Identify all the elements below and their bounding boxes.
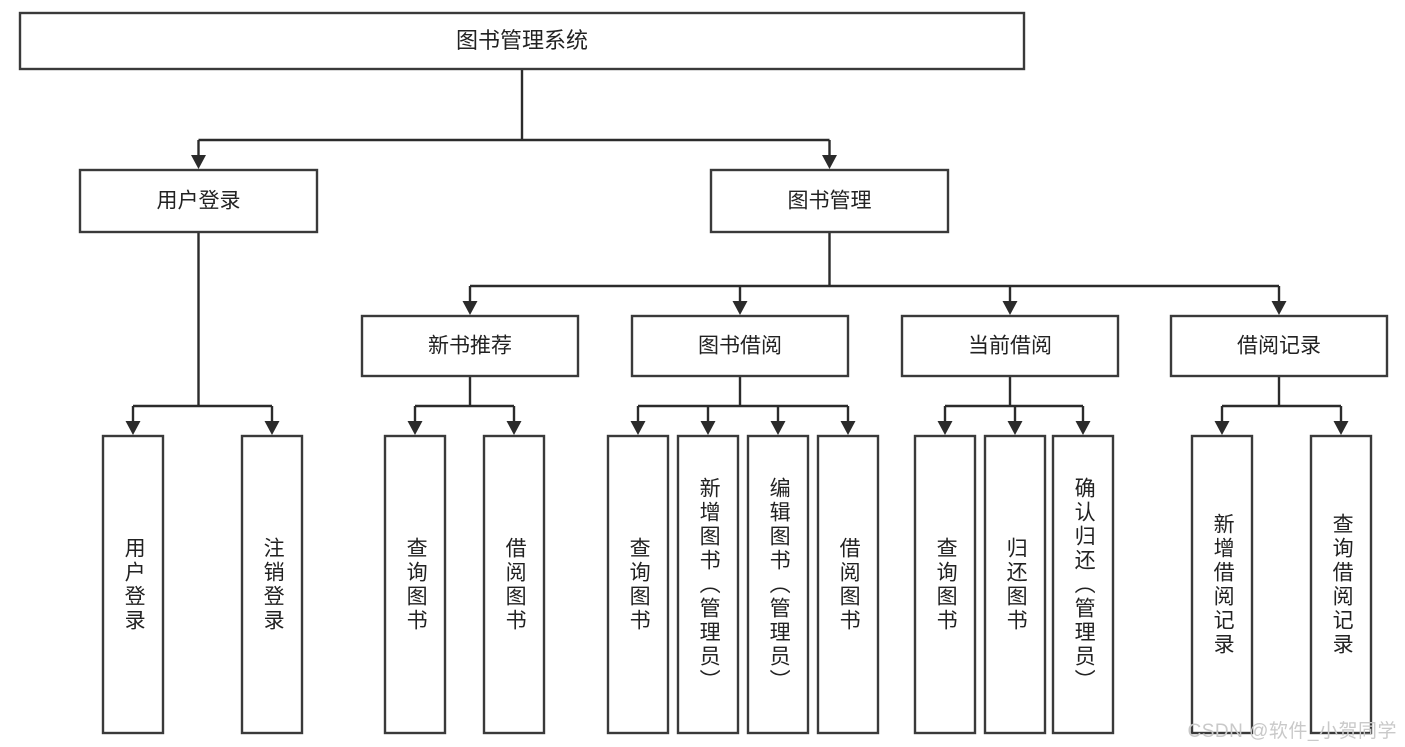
node-box-leaf-query-book-1[interactable] — [383, 434, 447, 735]
node-root[interactable]: 图书管理系统 — [18, 11, 1026, 71]
node-leaf-confirm-return[interactable] — [1051, 434, 1115, 735]
node-box-leaf-return-book[interactable] — [983, 434, 1047, 735]
node-box-current-borrow[interactable] — [900, 314, 1120, 378]
node-leaf-add-record[interactable] — [1190, 434, 1254, 735]
node-box-book-borrow[interactable] — [630, 314, 850, 378]
node-leaf-logout[interactable] — [240, 434, 304, 735]
node-box-leaf-query-book-2[interactable] — [606, 434, 670, 735]
node-leaf-return-book[interactable] — [983, 434, 1047, 735]
connector-group-current-borrow — [937, 376, 1091, 435]
node-leaf-edit-book[interactable] — [746, 434, 810, 735]
node-label-borrow-record: 借阅记录 — [1237, 335, 1321, 358]
node-label-book-borrow: 图书借阅 — [698, 335, 782, 358]
node-box-leaf-user-login[interactable] — [101, 434, 165, 735]
node-box-book-manage[interactable] — [709, 168, 950, 234]
node-leaf-add-book[interactable] — [676, 434, 740, 735]
node-user-login[interactable]: 用户登录 — [78, 168, 319, 234]
node-current-borrow[interactable]: 当前借阅 — [900, 314, 1120, 378]
node-leaf-query-book-1[interactable] — [383, 434, 447, 735]
connector-layer — [125, 69, 1349, 435]
node-box-root[interactable] — [18, 11, 1026, 71]
connector-group-root — [191, 69, 837, 169]
connector-group-user-login — [125, 232, 280, 435]
node-box-new-book-recommend[interactable] — [360, 314, 580, 378]
node-box-leaf-borrow-book-2[interactable] — [816, 434, 880, 735]
node-box-user-login[interactable] — [78, 168, 319, 234]
node-book-manage[interactable]: 图书管理 — [709, 168, 950, 234]
node-label-new-book-recommend: 新书推荐 — [428, 335, 512, 358]
node-label-book-manage: 图书管理 — [788, 190, 872, 213]
node-box-borrow-record[interactable] — [1169, 314, 1389, 378]
node-box-leaf-query-book-3[interactable] — [913, 434, 977, 735]
node-label-current-borrow: 当前借阅 — [968, 335, 1052, 358]
node-leaf-borrow-book-2[interactable] — [816, 434, 880, 735]
node-box-leaf-query-record[interactable] — [1309, 434, 1373, 735]
node-box-leaf-add-record[interactable] — [1190, 434, 1254, 735]
node-new-book-recommend[interactable]: 新书推荐 — [360, 314, 580, 378]
connector-group-new-book-recommend — [407, 376, 522, 435]
node-book-borrow[interactable]: 图书借阅 — [630, 314, 850, 378]
connector-group-borrow-record — [1214, 376, 1349, 435]
node-box-leaf-borrow-book-1[interactable] — [482, 434, 546, 735]
node-leaf-query-book-3[interactable] — [913, 434, 977, 735]
watermark: CSDN @软件_小贺同学 — [1187, 721, 1397, 742]
node-leaf-query-book-2[interactable] — [606, 434, 670, 735]
connector-group-book-manage — [462, 232, 1287, 315]
node-leaf-borrow-book-1[interactable] — [482, 434, 546, 735]
node-box-leaf-add-book[interactable] — [676, 434, 740, 735]
node-box-leaf-edit-book[interactable] — [746, 434, 810, 735]
connector-group-book-borrow — [630, 376, 856, 435]
node-box-leaf-logout[interactable] — [240, 434, 304, 735]
node-box-leaf-confirm-return[interactable] — [1051, 434, 1115, 735]
node-label-root: 图书管理系统 — [456, 28, 588, 53]
node-leaf-query-record[interactable] — [1309, 434, 1373, 735]
node-borrow-record[interactable]: 借阅记录 — [1169, 314, 1389, 378]
node-label-user-login: 用户登录 — [157, 190, 241, 213]
node-leaf-user-login[interactable] — [101, 434, 165, 735]
